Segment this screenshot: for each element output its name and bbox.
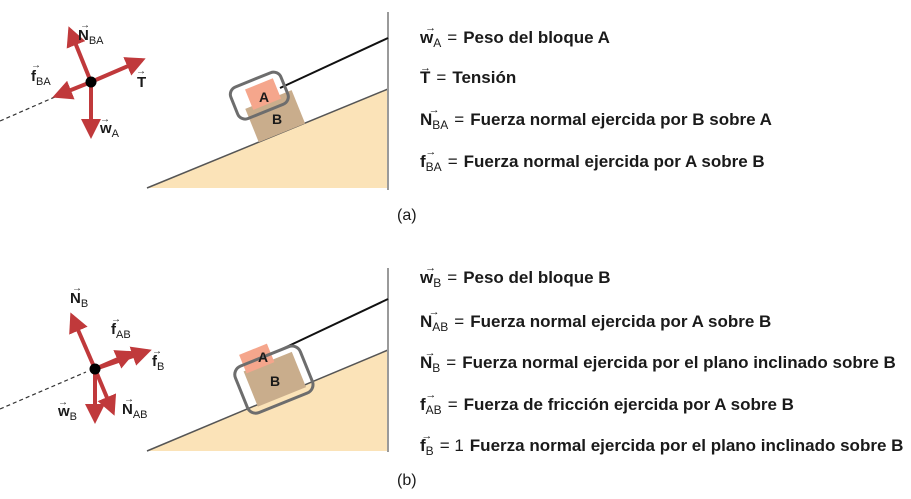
vec-arrow: → [111, 314, 121, 325]
selection-outline [228, 70, 290, 121]
label-normal-ba: NBA [78, 27, 104, 47]
friction-ba-arrow [52, 80, 92, 100]
panel-a-incline-scene: A B [146, 12, 389, 190]
legend-a-row-2: →NBA = Fuerza normal ejercida por B sobr… [420, 104, 772, 133]
caption-a: (a) [397, 207, 417, 224]
label-normal-b: NB [70, 290, 88, 310]
normal-ab-arrow [93, 368, 117, 416]
block-b-label: B [272, 111, 282, 127]
label-friction-ab: fAB [111, 321, 131, 341]
legend-a-row-0: →wA = Peso del bloque A [420, 22, 610, 51]
label-friction-ba: fBA [31, 68, 51, 88]
vec-arrow: → [136, 66, 146, 77]
legend-b-row-4: →fB = 1 Fuerza normal ejercida por el pl… [420, 430, 904, 459]
label-weight-a: wA [99, 120, 120, 140]
rope [279, 37, 389, 89]
label-weight-b: wB [57, 403, 77, 423]
block-a [245, 78, 282, 110]
label-tension: T [137, 74, 146, 91]
vec-arrow: → [58, 397, 68, 408]
legend-a-row-1: →T = Tensión [420, 62, 517, 88]
vec-arrow: → [80, 20, 90, 31]
tension-arrow [90, 57, 146, 84]
caption-b: (b) [397, 472, 417, 489]
friction-b-arrow [94, 346, 152, 371]
block-a-label: A [259, 89, 269, 105]
vec-arrow: → [124, 394, 134, 405]
block-b-label: B [270, 373, 280, 389]
legend-b-row-3: →fAB = Fuerza de fricción ejercida por A… [420, 389, 794, 418]
body-point [89, 363, 101, 375]
rope [279, 298, 389, 351]
vec-arrow: → [100, 114, 110, 125]
legend-b-row-1: →NAB = Fuerza normal ejercida por A sobr… [420, 306, 772, 335]
body-point [85, 76, 97, 88]
incline-direction-dashed-line [0, 92, 65, 122]
vec-arrow: → [31, 60, 41, 71]
incline-direction-dashed-line [0, 371, 87, 410]
vec-arrow: → [72, 283, 82, 294]
vec-arrow: → [152, 346, 162, 357]
legend-b-row-2: →NB = Fuerza normal ejercida por el plan… [420, 347, 896, 376]
panel-a-free-body-diagram: NBA → fBA → T → wA → [0, 20, 146, 140]
label-friction-b: fB [152, 353, 164, 373]
normal-ba-arrow [66, 26, 93, 83]
panel-b-incline-scene: A B [146, 268, 389, 452]
selection-outline [233, 344, 315, 415]
panel-b-free-body-diagram: NB → fAB → fB → wB → NAB → [0, 283, 164, 424]
legend-a-row-3: →fBA = Fuerza normal ejercida por A sobr… [420, 146, 765, 175]
legend-b-row-0: →wB = Peso del bloque B [420, 262, 611, 291]
label-normal-ab: NAB [122, 401, 148, 421]
block-a-label: A [258, 349, 268, 365]
normal-b-arrow [69, 312, 97, 370]
